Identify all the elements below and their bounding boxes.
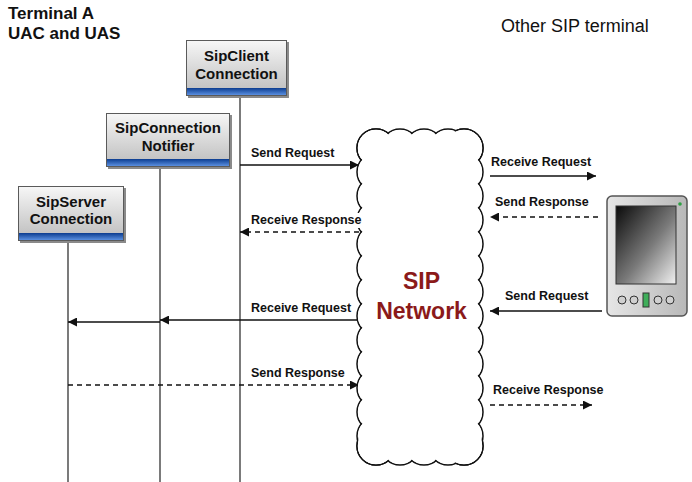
box-label: SipServer Connection — [30, 193, 112, 228]
message-arrow — [490, 310, 602, 311]
box-band — [107, 159, 229, 166]
box-label: SipClient Connection — [195, 47, 278, 82]
phone-light — [678, 202, 682, 206]
cloud-fill — [376, 148, 464, 446]
component-box: SipConnection Notifier — [106, 113, 230, 167]
message-arrow — [240, 231, 359, 232]
cloud-label: SIP Network — [376, 267, 467, 327]
message-label: Receive Request — [250, 301, 352, 316]
phone-screen — [616, 206, 676, 284]
message-label: Receive Response — [250, 213, 362, 228]
box-band — [19, 233, 123, 240]
message-arrow — [68, 384, 359, 385]
box-band — [187, 88, 286, 95]
phone-button — [618, 296, 626, 304]
component-box: SipClient Connection — [186, 40, 287, 96]
message-arrow — [160, 319, 359, 320]
terminal-title: Other SIP terminal — [500, 16, 650, 38]
lifeline — [159, 130, 160, 482]
phone-button — [666, 296, 674, 304]
lifeline — [67, 200, 68, 482]
component-box: SipServer Connection — [18, 186, 124, 241]
phone-button — [654, 296, 662, 304]
lifeline — [239, 60, 240, 482]
network-cloud: SIP Network — [356, 128, 487, 466]
box-label: SipConnection Notifier — [115, 119, 221, 154]
message-arrow — [68, 321, 160, 322]
message-label: Send Response — [494, 195, 590, 210]
message-arrow — [240, 164, 359, 165]
phone-button — [643, 293, 649, 307]
message-arrow — [490, 175, 596, 176]
cloud-outline — [356, 128, 484, 466]
message-arrow — [490, 404, 592, 405]
phone-button — [630, 296, 638, 304]
message-label: Send Request — [504, 289, 589, 304]
terminal-title: Terminal A UAC and UAS — [8, 4, 126, 45]
phone-body — [607, 196, 687, 316]
message-arrow — [490, 216, 598, 217]
message-label: Receive Request — [490, 155, 592, 170]
message-label: Send Response — [250, 366, 346, 381]
phone-device — [607, 196, 687, 316]
message-label: Receive Response — [492, 383, 604, 398]
message-label: Send Request — [250, 146, 335, 161]
